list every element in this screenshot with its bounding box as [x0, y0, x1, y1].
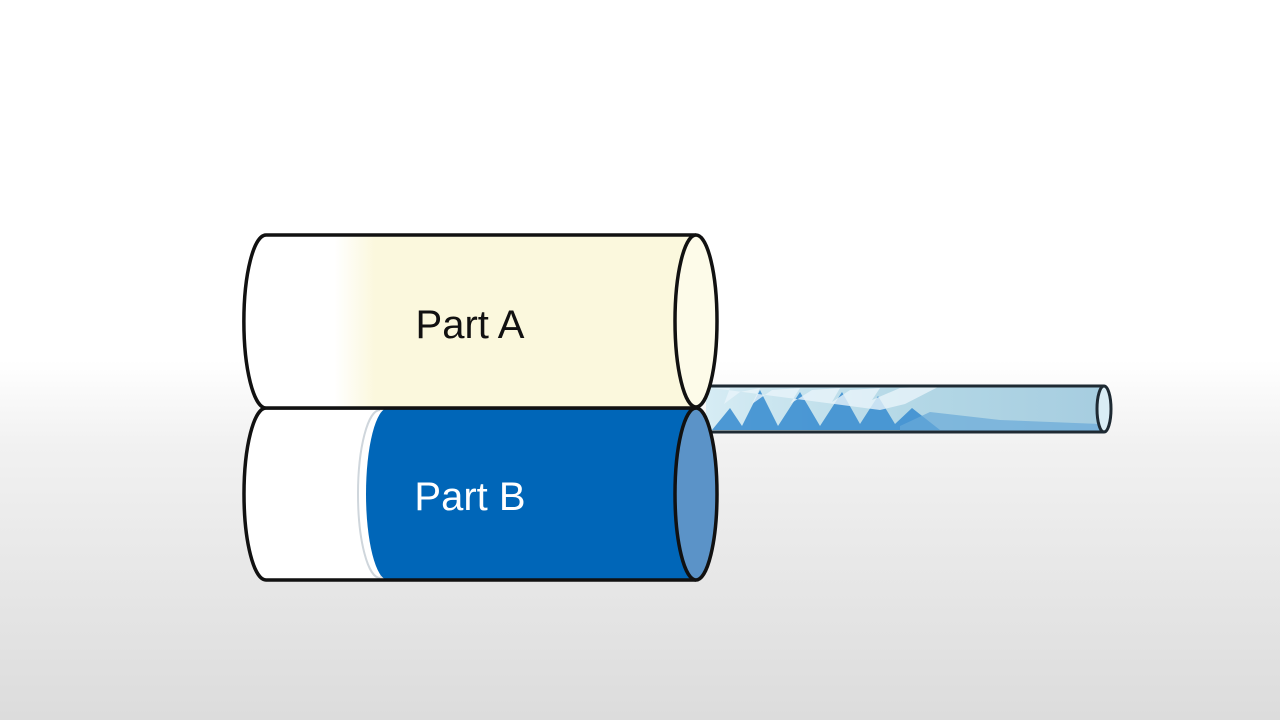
cartridge-a-label: Part A: [416, 303, 525, 347]
cartridge-b-end: [673, 406, 719, 582]
mixing-element-tail: [900, 412, 1100, 432]
cartridge-b-fill: [366, 408, 696, 580]
cartridge-b: Part B: [242, 406, 719, 582]
static-mixer-nozzle: [706, 384, 1113, 434]
cartridge-a-end: [673, 233, 719, 409]
cartridge-b-label: Part B: [414, 475, 525, 519]
mixing-elements: [712, 386, 1100, 432]
cartridge-a: Part A: [242, 233, 719, 410]
cartridge-a-body: [243, 235, 697, 408]
mixing-element-teeth: [712, 390, 940, 430]
mixer-tube-outlet: [1095, 384, 1113, 434]
cartridge-a-outline: [242, 233, 696, 410]
mixing-element-highlight: [712, 386, 940, 410]
cartridge-b-body-empty: [244, 408, 380, 580]
cartridge-b-piston-line: [357, 409, 381, 579]
